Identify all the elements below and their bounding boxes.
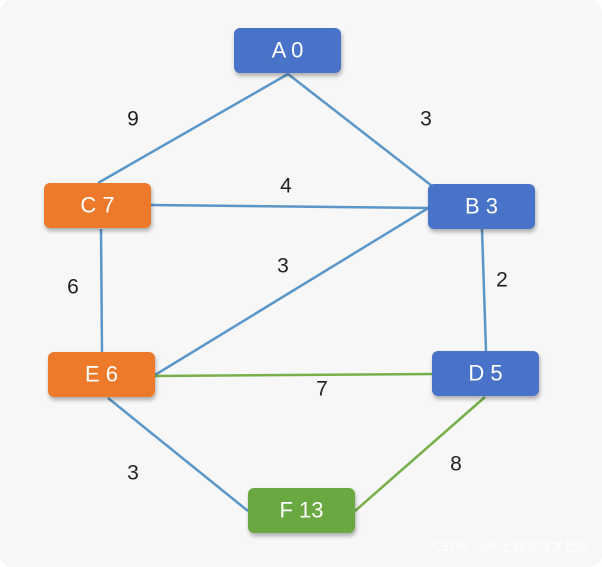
edge-weight-e-f: 3	[127, 462, 139, 485]
node-box-e	[48, 352, 155, 397]
edge-d-f	[354, 396, 486, 512]
edge-weight-c-b: 4	[280, 175, 292, 198]
weights-layer: 9 3 4 6 3 2 7 3 8	[67, 108, 508, 485]
edge-c-b	[150, 203, 429, 210]
node-c: C 7	[44, 183, 151, 228]
edge-weight-e-d: 7	[316, 378, 328, 401]
edge-a-c	[97, 72, 289, 185]
edge-weight-a-b: 3	[420, 108, 432, 131]
nodes-layer: A 0 B 3 C 7 D 5 E 6 F 13	[44, 28, 539, 533]
node-box-b	[428, 184, 535, 229]
node-label-c: C 7	[80, 192, 114, 217]
node-box-d	[432, 351, 539, 396]
edge-weight-d-f: 8	[450, 453, 462, 476]
edge-e-b	[154, 205, 431, 377]
node-label-e: E 6	[85, 361, 118, 386]
edge-e-f	[107, 397, 249, 512]
node-box-f	[248, 488, 355, 533]
node-f: F 13	[248, 488, 355, 533]
edge-weight-c-e: 6	[67, 276, 79, 299]
edge-c-e	[99, 228, 104, 353]
node-a: A 0	[234, 28, 341, 73]
node-label-d: D 5	[468, 360, 502, 385]
node-d: D 5	[432, 351, 539, 396]
node-label-b: B 3	[465, 193, 498, 218]
node-label-f: F 13	[279, 497, 323, 522]
edge-weight-b-d: 2	[496, 269, 508, 292]
edges-layer	[97, 72, 488, 512]
edge-e-d	[154, 372, 433, 378]
node-label-a: A 0	[272, 37, 304, 62]
watermark-text: CSDN @稀土掘金技术社区	[432, 539, 590, 555]
edge-b-d	[480, 228, 488, 352]
edge-weight-e-b: 3	[277, 255, 289, 278]
node-box-a	[234, 28, 341, 73]
node-box-c	[44, 183, 151, 228]
node-e: E 6	[48, 352, 155, 397]
node-b: B 3	[428, 184, 535, 229]
edge-a-b	[287, 73, 433, 187]
edge-weight-a-c: 9	[127, 108, 139, 131]
